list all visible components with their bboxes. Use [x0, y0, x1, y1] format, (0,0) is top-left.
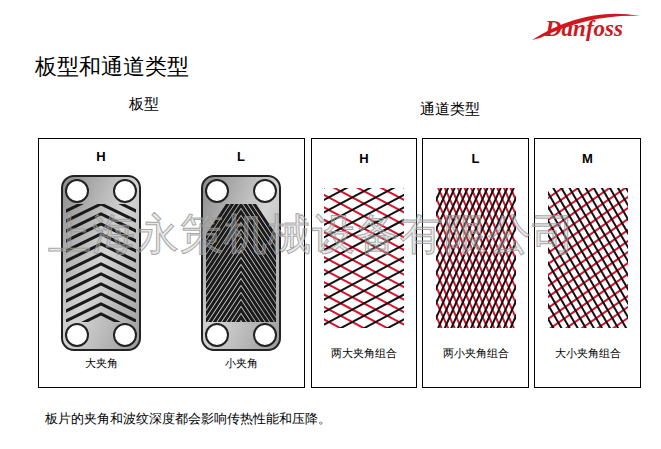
section-heading: 通道类型 [420, 100, 480, 119]
plate-outline [202, 176, 280, 350]
page-title: 板型和通道类型 [35, 52, 189, 82]
corrugation-stripe [66, 314, 136, 322]
stripe-line [324, 263, 404, 328]
type-letter: L [237, 149, 245, 164]
watermark: 上海永策机械设备有限公司 [48, 206, 576, 264]
port-hole [114, 180, 136, 202]
stripe-line [324, 321, 404, 328]
figure-caption: 板片的夹角和波纹深度都会影响传热性能和压降。 [45, 410, 331, 428]
plate-type: L 小夹角 [191, 147, 291, 381]
port-hole [66, 180, 88, 202]
channel-panel: L 两小夹角组合 [422, 138, 529, 388]
panel-heading: 板型 [129, 95, 159, 114]
channel-label: 两大夹角组合 [331, 346, 397, 361]
channel-label: 大小夹角组合 [555, 346, 621, 361]
type-letter: H [96, 149, 105, 164]
type-letter: L [472, 151, 480, 166]
port-hole [206, 180, 228, 202]
type-letter: M [582, 151, 593, 166]
port-hole [206, 324, 228, 346]
corrugation-stripe [206, 317, 276, 322]
stripe-line [324, 312, 404, 328]
plate-drawing [60, 174, 142, 352]
plate-outline [62, 176, 140, 350]
stripe-line [324, 302, 404, 328]
channel-panel: H 两大夹角组合 [311, 138, 417, 388]
plate-panel: 板型H大夹角L小夹角 [38, 138, 305, 388]
stripe-line [571, 188, 627, 328]
port-hole [254, 324, 276, 346]
brand-logo: Danfoss [545, 16, 623, 42]
type-letter: H [359, 151, 368, 166]
port-hole [66, 324, 88, 346]
stripe-line [324, 273, 404, 328]
port-hole [114, 324, 136, 346]
channel-label: 两小夹角组合 [443, 346, 509, 361]
plate-drawing [200, 174, 282, 352]
plate-label: 小夹角 [225, 356, 258, 371]
plate-label: 大夹角 [85, 356, 118, 371]
stripe-line [324, 282, 404, 328]
stripe-line [324, 253, 404, 328]
stripe-line [548, 287, 628, 328]
channel-panel: M 大小夹角组合 [534, 138, 641, 388]
port-hole [254, 180, 276, 202]
stripe-line [324, 292, 404, 328]
plate-type: H 大夹角 [51, 147, 151, 381]
